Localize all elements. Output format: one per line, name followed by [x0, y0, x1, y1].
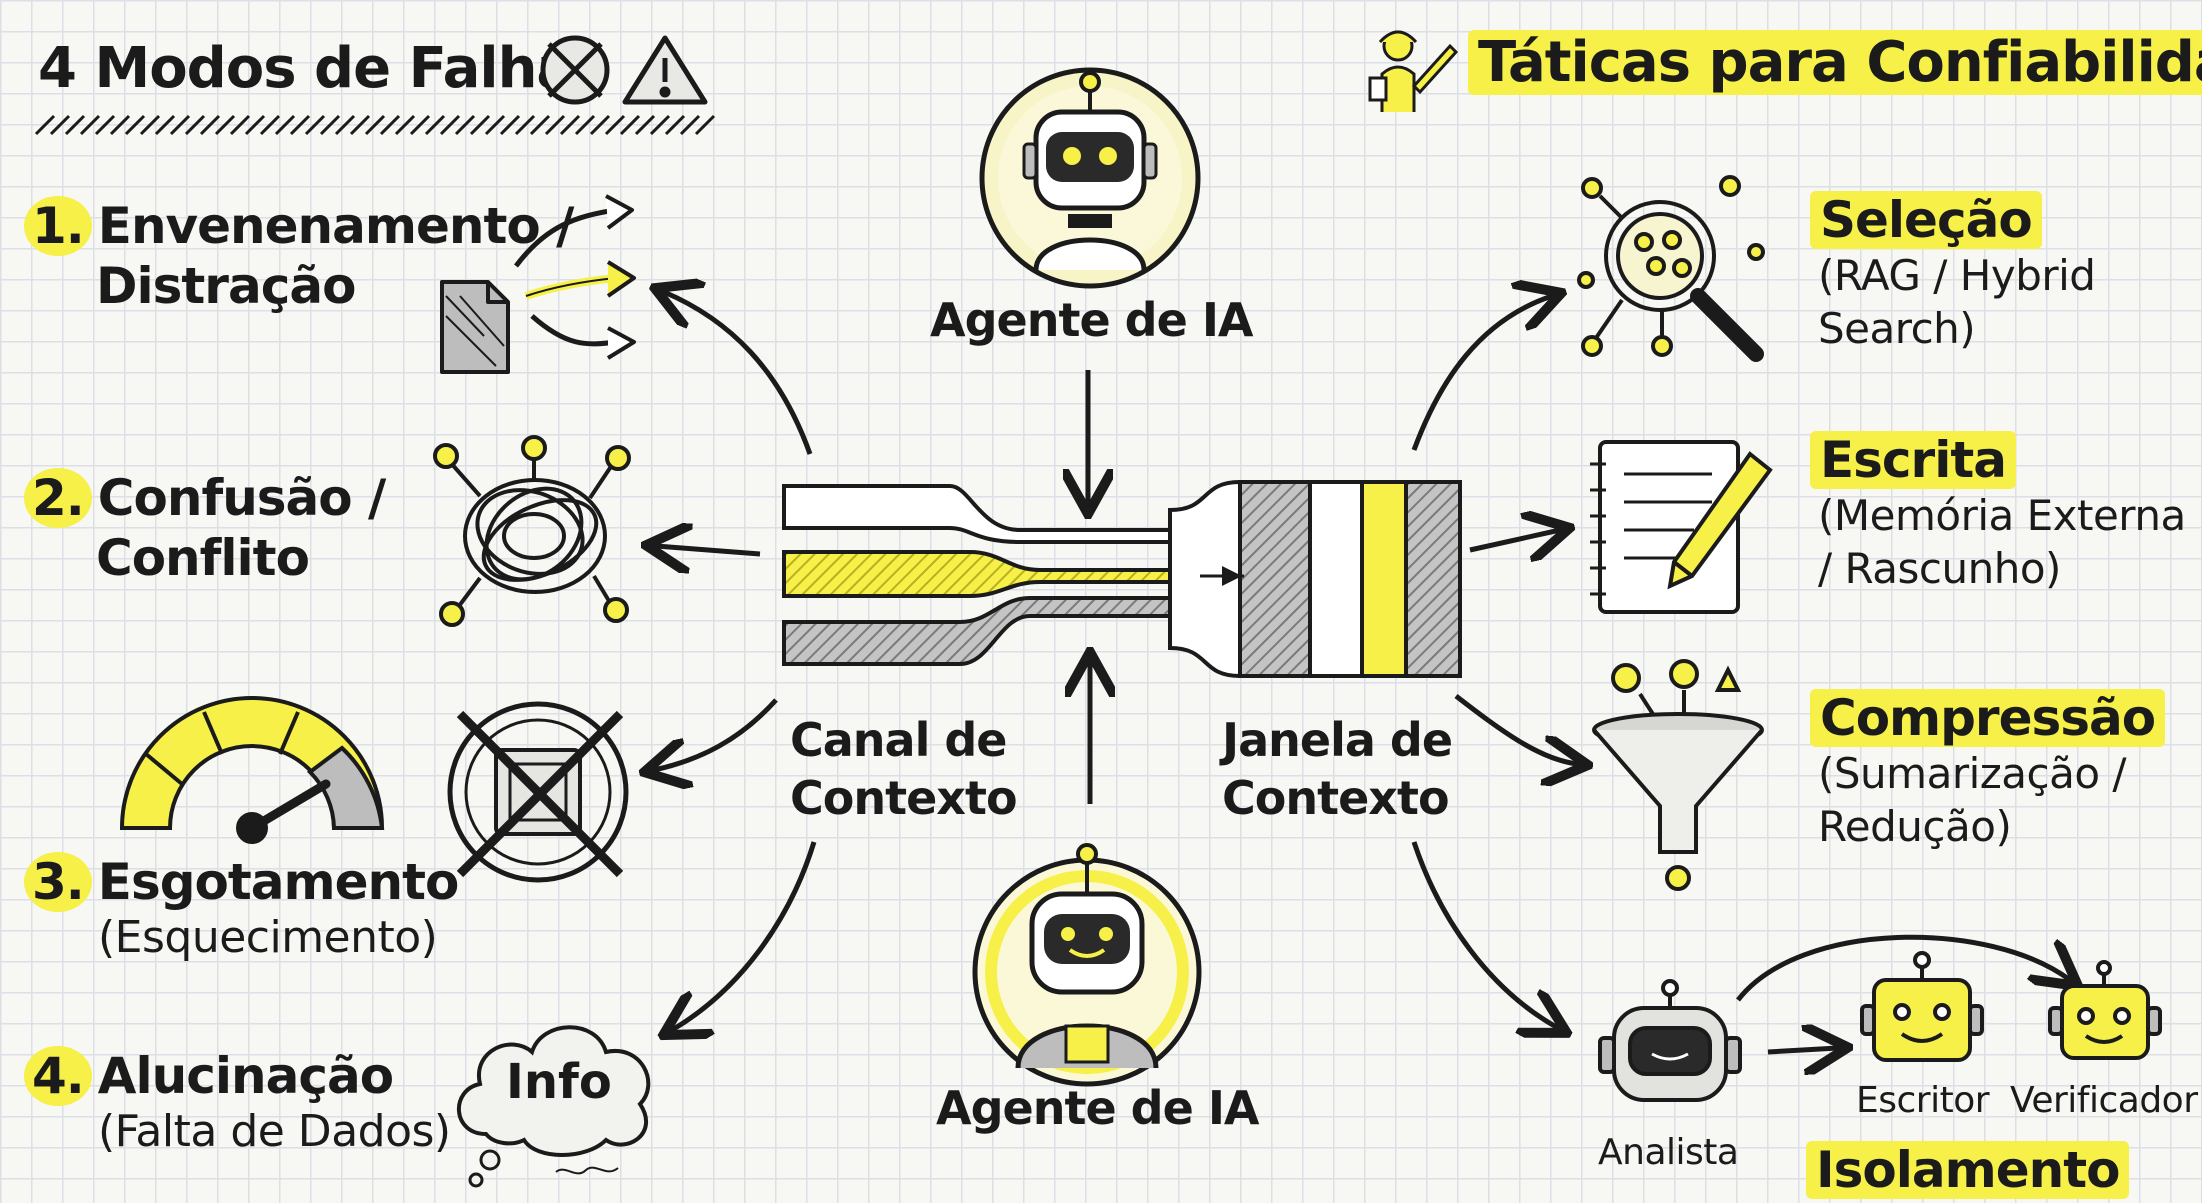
tactic-sub-line2: Search): [1818, 303, 1976, 353]
tactics-title: Táticas para Confiabilidade: [1468, 30, 2202, 95]
failure-title: Alucinação: [97, 1047, 394, 1105]
warning-icon: [622, 35, 708, 105]
header-warning-icons: [540, 35, 708, 105]
failure-sub: (Falta de Dados): [98, 1106, 451, 1157]
agent-label-bottom: Agente de IA: [936, 1081, 1260, 1135]
channel-label-line1: Canal de: [790, 713, 1008, 767]
failure-number: 3.: [24, 852, 92, 912]
magnifier-icon: [1577, 175, 1765, 362]
crossed-memory-icon: [447, 701, 629, 883]
failure-title: Envenenamento /: [97, 197, 575, 255]
failure-sub: (Esquecimento): [98, 912, 438, 963]
failure-item-3: 3.Esgotamento (Esquecimento): [24, 852, 460, 965]
tactic-sub-line2: Redução): [1818, 801, 2012, 851]
tangle-icon: [433, 435, 631, 627]
channel-label-line2: Contexto: [790, 770, 1018, 825]
tactic-sub-line1: (Sumarização /: [1818, 749, 2127, 798]
notebook-pencil-icon: [1590, 440, 1773, 614]
agent-verificador-label: Verificador: [2010, 1080, 2198, 1121]
failure-title: Esgotamento: [97, 853, 460, 911]
tactic-title: Escrita: [1810, 431, 2016, 489]
tactic-title: Compressão: [1810, 689, 2166, 747]
agent-label-top: Agente de IA: [930, 293, 1254, 347]
tactic-item-escrita: Escrita (Memória Externa / Rascunho): [1810, 430, 2186, 595]
failure-item-4: 4.Alucinação (Falta de Dados): [24, 1046, 451, 1159]
failure-item-2: 2.Confusão / Conflito: [24, 468, 387, 588]
failure-number: 4.: [24, 1046, 92, 1106]
agent-escritor-label: Escritor: [1856, 1080, 1990, 1121]
tactic-item-isolamento: Isolamento: [1806, 1140, 2130, 1200]
robot-icon-escritor: [1860, 951, 1984, 1062]
gauge-icon: [119, 696, 385, 844]
x-circle-icon: [540, 35, 610, 105]
failures-title: 4 Modos de Falha: [38, 36, 574, 101]
tactic-sub-line1: (Memória Externa: [1818, 491, 2186, 540]
tactic-title: Seleção: [1810, 191, 2042, 249]
robot-icon-analista: [1598, 979, 1742, 1102]
title-underline: [34, 114, 716, 136]
context-pipe-diagram: [782, 479, 1462, 679]
window-label-line1: Janela de: [1222, 713, 1453, 767]
worker-icon: [1368, 30, 1459, 112]
failure-number: 1.: [24, 196, 92, 256]
agent-analista-label: Analista: [1598, 1132, 1739, 1173]
window-label-line2: Contexto: [1222, 770, 1450, 825]
cloud-icon: [456, 1025, 651, 1188]
tactic-sub-line2: / Rascunho): [1818, 543, 2061, 593]
window-label: Janela de Contexto: [1222, 712, 1453, 827]
tactic-item-compressao: Compressão (Sumarização / Redução): [1810, 688, 2166, 853]
tactic-title: Isolamento: [1806, 1141, 2130, 1199]
tactic-sub-line1: (RAG / Hybrid: [1818, 251, 2096, 300]
failure-number: 2.: [24, 468, 92, 528]
failure-title-line2: Conflito: [96, 529, 310, 587]
broken-document-icon: [440, 194, 636, 374]
failure-item-1: 1.Envenenamento / Distração: [24, 196, 575, 316]
tactic-item-selecao: Seleção (RAG / Hybrid Search): [1810, 190, 2096, 355]
robot-icon-verificador: [2048, 960, 2162, 1060]
failure-title: Confusão /: [97, 469, 387, 527]
failure-title-line2: Distração: [96, 257, 356, 315]
cloud-label: Info: [506, 1054, 612, 1110]
robot-icon-top: [979, 67, 1201, 289]
funnel-icon: [1592, 659, 1764, 891]
robot-icon-bottom: [972, 843, 1202, 1087]
channel-label: Canal de Contexto: [790, 712, 1018, 827]
